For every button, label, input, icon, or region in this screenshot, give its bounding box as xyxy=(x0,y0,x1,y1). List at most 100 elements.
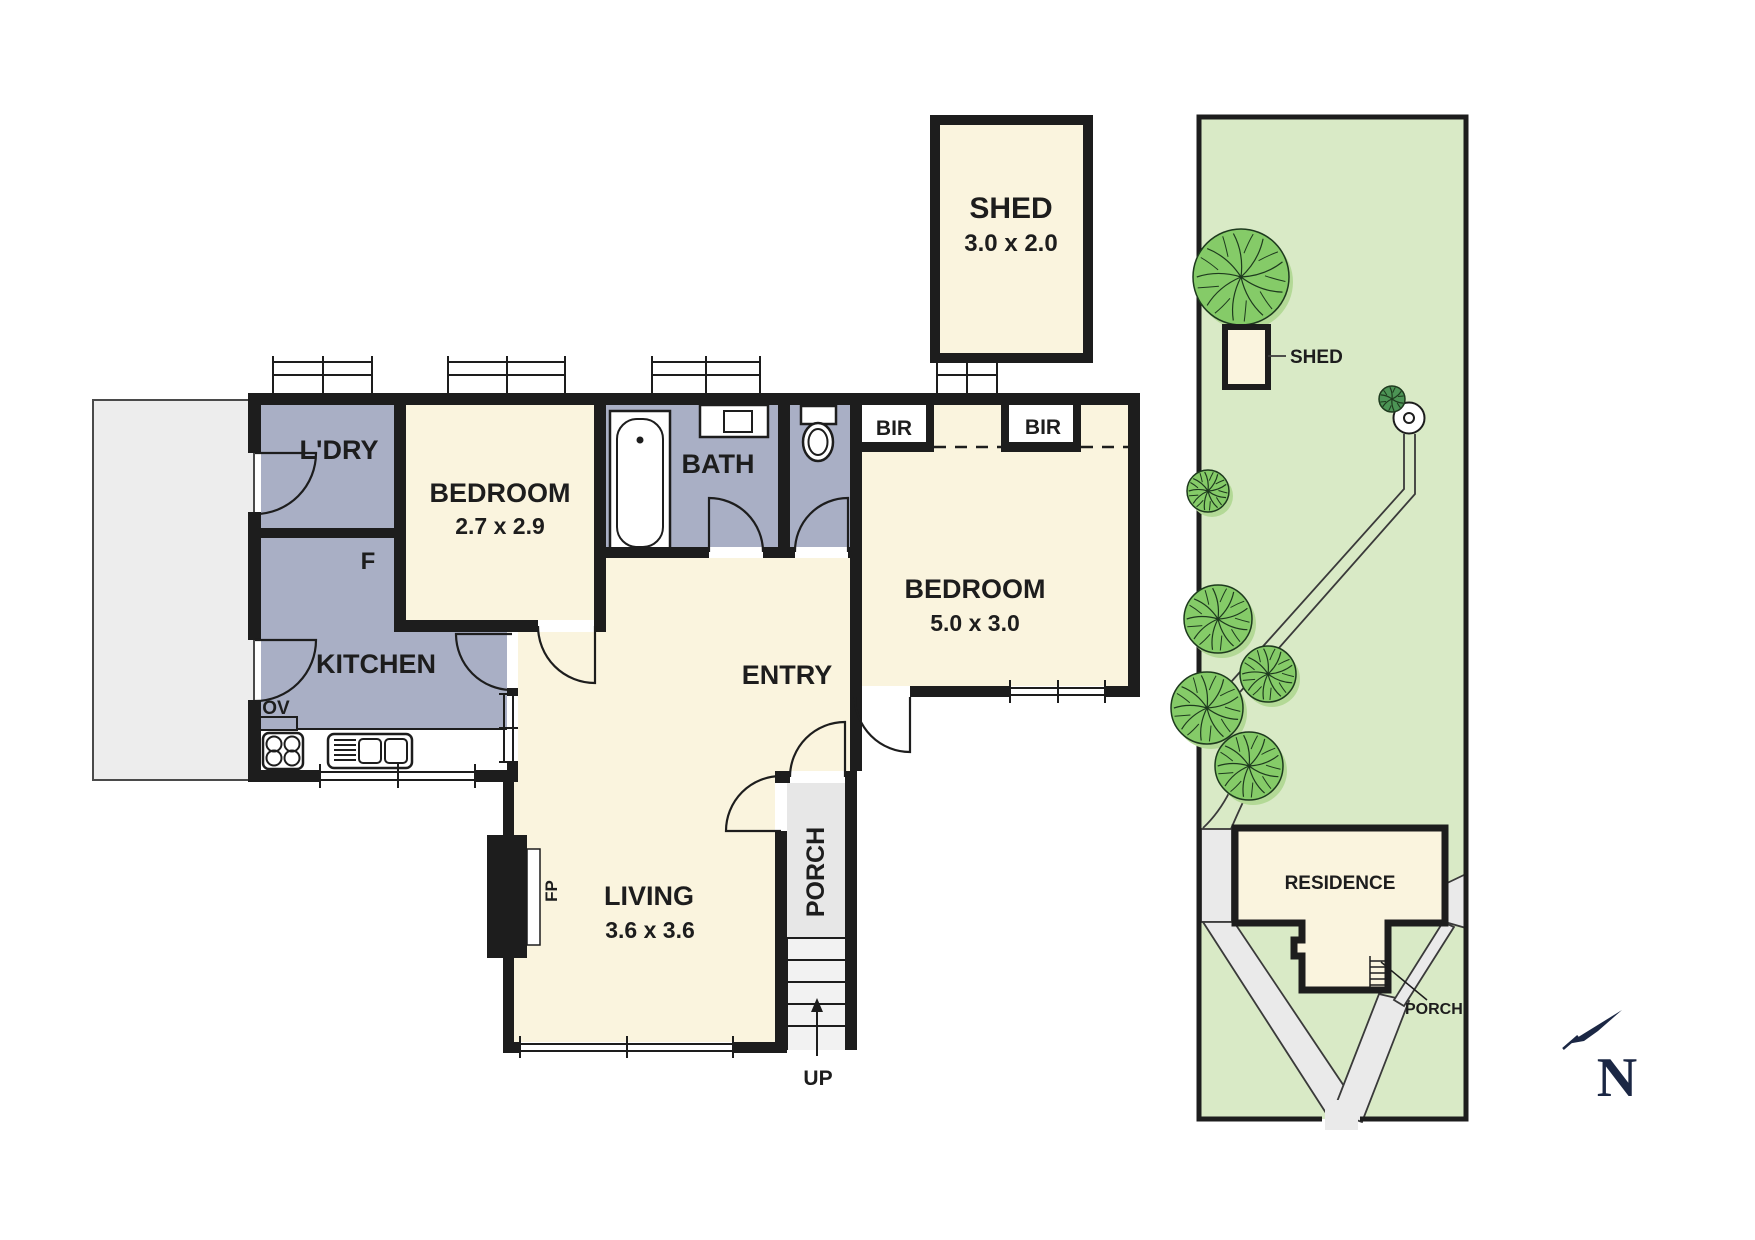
windows xyxy=(272,356,1106,1058)
clothesline xyxy=(1213,401,1426,710)
bedroom1-label: BEDROOM xyxy=(430,478,571,508)
bir1-interior xyxy=(862,405,926,442)
cooktop-icon xyxy=(261,731,305,771)
carport-outline xyxy=(92,399,255,781)
trees xyxy=(1170,228,1406,805)
living-room xyxy=(514,771,775,1042)
site-residence: RESIDENCE PORCH xyxy=(1231,824,1463,1018)
porch-leader-line xyxy=(1380,961,1428,1001)
shed-label: SHED xyxy=(969,192,1052,225)
bir2-label: BIR xyxy=(1025,416,1061,439)
front-door xyxy=(788,720,847,778)
wc-door xyxy=(793,496,850,553)
fireplace-hearth xyxy=(526,848,541,946)
living-door xyxy=(724,774,782,833)
sink-basin xyxy=(358,738,382,764)
vanity-basin xyxy=(723,410,753,433)
window-symbol xyxy=(936,356,998,405)
bedroom2-label: BEDROOM xyxy=(905,574,1046,604)
bedroom1-dims: 2.7 x 2.9 xyxy=(455,513,545,539)
fireplace xyxy=(487,835,541,958)
burner-icon xyxy=(265,749,283,767)
kitchen-room xyxy=(261,538,507,729)
bathtub-drain xyxy=(636,436,644,444)
site-shed: SHED xyxy=(1222,324,1343,390)
bath-label: BATH xyxy=(682,449,755,479)
bedroom2-dims: 5.0 x 3.0 xyxy=(930,610,1020,636)
tree-icon xyxy=(1186,469,1233,517)
doors xyxy=(254,451,912,833)
bedroom2-door xyxy=(853,696,912,754)
north-letter: N xyxy=(1597,1047,1637,1109)
bir1-label: BIR xyxy=(876,417,912,440)
residence-label: RESIDENCE xyxy=(1285,873,1396,894)
front-path xyxy=(1200,828,1233,923)
toilet-bowl xyxy=(807,428,829,456)
dark-tree-icon xyxy=(1378,385,1406,413)
oven-label: OV xyxy=(262,698,290,719)
up-arrow xyxy=(811,998,823,1056)
kitchen-label: KITCHEN xyxy=(316,649,436,679)
site-shed-outline xyxy=(1222,324,1271,390)
window-symbol xyxy=(651,356,761,405)
kitchen-east-door xyxy=(454,632,513,692)
tree-icon xyxy=(1192,228,1293,330)
tree-icon xyxy=(1183,584,1256,658)
porch-label: PORCH xyxy=(802,827,830,917)
bath-fittings xyxy=(608,403,838,557)
bedroom1-room xyxy=(406,405,594,620)
burner-icon xyxy=(283,749,301,767)
shed-dims: 3.0 x 2.0 xyxy=(964,230,1057,257)
fridge-label: F xyxy=(361,548,376,575)
clothesline-pole xyxy=(1403,412,1415,424)
entry-area xyxy=(518,632,850,771)
bedroom1-door xyxy=(536,625,597,685)
north-arrow-tail xyxy=(1562,1035,1579,1050)
bir2-interior xyxy=(1009,405,1073,442)
sink-drainer xyxy=(334,739,356,761)
walls xyxy=(248,393,1140,1053)
site-plan: SHED RESIDENCE PORCH xyxy=(1170,114,1469,1130)
tree-icon xyxy=(1239,645,1300,707)
window-symbol xyxy=(499,693,518,763)
gate-opening xyxy=(1325,1100,1358,1130)
living-label: LIVING xyxy=(604,881,694,911)
entry-label: ENTRY xyxy=(742,660,833,690)
lot-boundary xyxy=(1196,114,1469,1122)
porch-area xyxy=(787,783,845,938)
path-curve xyxy=(1202,790,1231,829)
north-compass: N xyxy=(1562,1010,1637,1109)
window-symbol xyxy=(319,764,476,788)
kitchen-fittings xyxy=(256,716,507,771)
toilet-cistern xyxy=(799,404,838,426)
window-symbol xyxy=(1009,680,1106,703)
tree-icon xyxy=(1170,671,1247,749)
up-label: UP xyxy=(803,1067,832,1090)
site-shed-label: SHED xyxy=(1290,347,1343,368)
kitchen-west-door xyxy=(254,638,318,703)
floorplan-labels: L'DRY BEDROOM 2.7 x 2.9 BATH BIR BIR BED… xyxy=(262,416,1061,1090)
window-symbol xyxy=(519,1036,734,1058)
tree-icon xyxy=(1214,731,1287,805)
bathtub-icon xyxy=(608,409,672,557)
residence-steps xyxy=(1369,956,1388,990)
room-fills xyxy=(261,405,1128,1050)
hall-area xyxy=(606,558,850,632)
residence-outline xyxy=(1231,824,1449,994)
shed-plan: SHED 3.0 x 2.0 xyxy=(930,115,1093,363)
clothesline-path xyxy=(1213,434,1405,702)
living-dims: 3.6 x 3.6 xyxy=(605,917,695,943)
bath-door xyxy=(707,496,765,553)
laundry-door xyxy=(254,451,318,516)
window-symbol xyxy=(272,356,373,405)
fp-label: FP xyxy=(542,880,561,902)
clothesline-path xyxy=(1224,434,1416,710)
site-porch-label: PORCH xyxy=(1405,1001,1463,1018)
window-symbol xyxy=(447,356,566,405)
north-arrow-icon xyxy=(1567,1010,1622,1044)
shed-outline xyxy=(930,115,1093,363)
laundry-label: L'DRY xyxy=(300,435,379,465)
sink-basin xyxy=(384,738,408,764)
